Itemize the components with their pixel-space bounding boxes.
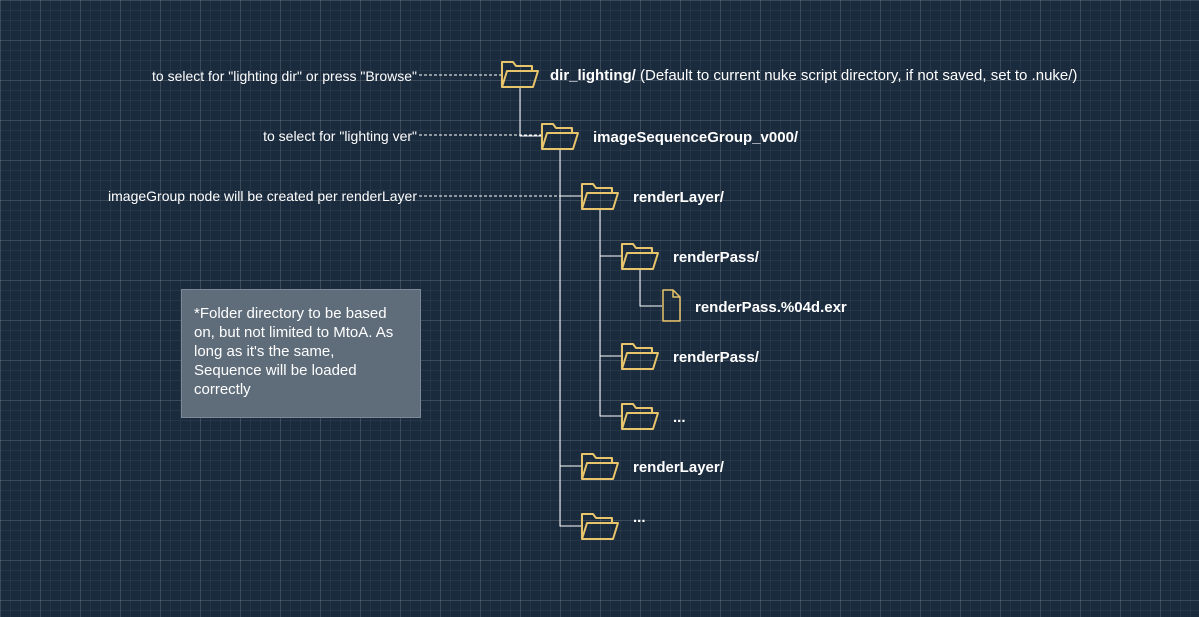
version-folder-name: imageSequenceGroup_v000/: [593, 129, 799, 146]
render-pass-2-name: renderPass/: [673, 349, 759, 366]
render-pass-more-icon: [621, 403, 659, 430]
version-folder-icon: [541, 123, 579, 150]
note-box: *Folder directory to be based on, but no…: [181, 289, 421, 418]
root-folder-label: dir_lighting/ (Default to current nuke s…: [550, 67, 1077, 85]
sequence-file-name: renderPass.%04d.exr: [695, 299, 847, 316]
tree-icons: [501, 61, 681, 540]
annotation-leaders: [419, 74, 581, 197]
render-pass-1-name: renderPass/: [673, 249, 759, 266]
connector-sequence-file: [639, 270, 662, 307]
render-layer-2-name: renderLayer/: [633, 459, 724, 476]
render-layer-2-icon: [581, 453, 619, 480]
root-folder-name: dir_lighting/: [550, 67, 636, 84]
render-pass-more-name: ...: [673, 409, 686, 426]
render-layer-1-name: renderLayer/: [633, 189, 724, 206]
render-pass-1-icon: [621, 243, 659, 270]
root-folder-icon: [501, 61, 539, 88]
connector-root-to-version: [519, 88, 541, 137]
render-pass-2-icon: [621, 343, 659, 370]
root-folder-description: (Default to current nuke script director…: [640, 67, 1078, 84]
connector-version-trunk: [559, 150, 581, 527]
render-layer-more-icon: [581, 513, 619, 540]
render-layer-more-name: ...: [633, 509, 646, 526]
annotation-lighting-ver: to select for "lighting ver": [263, 128, 417, 144]
tree-connectors: [519, 88, 662, 527]
sequence-file-icon: [662, 289, 681, 322]
render-layer-1-icon: [581, 183, 619, 210]
annotation-lighting-dir: to select for "lighting dir" or press "B…: [152, 68, 417, 84]
annotation-image-group: imageGroup node will be created per rend…: [108, 188, 417, 204]
connector-layer-trunk: [599, 210, 621, 417]
